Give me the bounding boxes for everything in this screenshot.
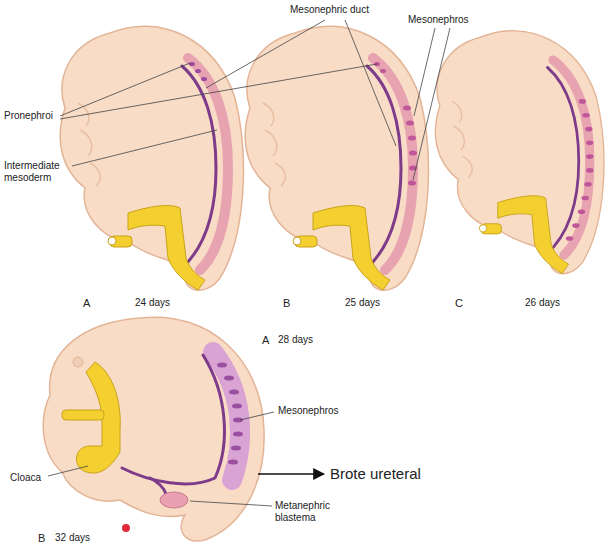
structure-label: Pronephroi bbox=[4, 110, 53, 122]
stage-label: 24 days bbox=[135, 297, 170, 309]
structure-label: Mesonephric duct bbox=[290, 4, 369, 16]
annotation-label: Brote ureteral bbox=[330, 465, 421, 483]
panel-letter: C bbox=[455, 297, 463, 310]
stage-label: 25 days bbox=[345, 297, 380, 309]
embryo-25-days bbox=[245, 26, 428, 290]
stage-label: 32 days bbox=[55, 532, 90, 544]
panel-letter: B bbox=[38, 532, 45, 545]
structure-label: Cloaca bbox=[10, 472, 41, 484]
stage-label: 28 days bbox=[278, 334, 313, 346]
structure-label: Mesonephros bbox=[408, 14, 469, 26]
structure-label: Intermediate mesoderm bbox=[4, 160, 74, 184]
embryo-32-days bbox=[43, 317, 264, 541]
pointer-arrow bbox=[258, 473, 324, 475]
embryo-24-days bbox=[60, 26, 243, 290]
structure-label: Metanephric blastema bbox=[275, 500, 347, 524]
panel-letter: B bbox=[283, 297, 290, 310]
stage-label: 26 days bbox=[525, 297, 560, 309]
leader-lines-top bbox=[60, 20, 450, 180]
panel-letter: A bbox=[262, 334, 269, 347]
embryo-26-days bbox=[435, 31, 604, 274]
leader-lines-bottom bbox=[48, 412, 274, 506]
structure-label: Mesonephros bbox=[278, 405, 339, 417]
panel-letter: A bbox=[83, 297, 90, 310]
